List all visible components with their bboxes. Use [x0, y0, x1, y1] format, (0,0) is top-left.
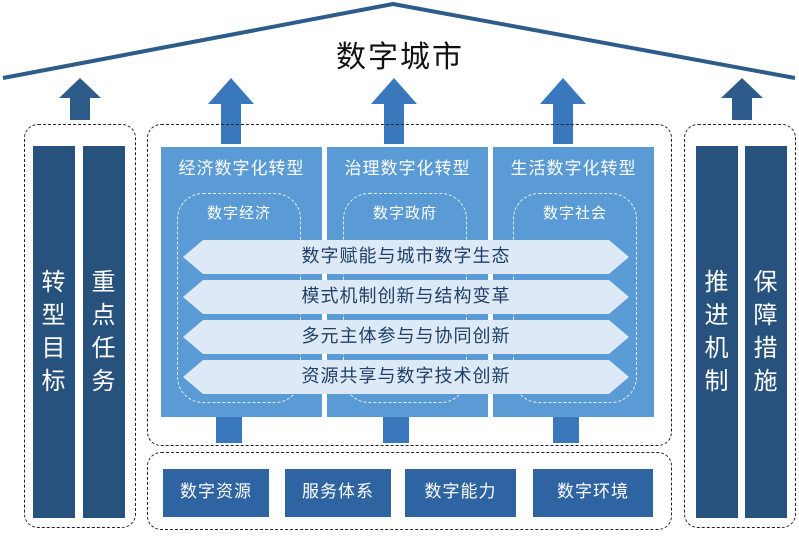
inner-label-digital-government: 数字政府 — [372, 204, 437, 222]
inner-label-digital-economy: 数字经济 — [206, 204, 271, 222]
left-bar-label-1: 转型目标 — [41, 268, 67, 395]
foundation-service-system: 服务体系 — [285, 469, 391, 517]
right-bar-label-2: 保障措施 — [753, 268, 779, 395]
foundation-digital-capability: 数字能力 — [405, 469, 516, 517]
column-governance-title: 治理数字化转型 — [344, 159, 471, 179]
band-1-label: 数字赋能与城市数字生态 — [301, 246, 511, 267]
foundation-digital-environment: 数字环境 — [533, 469, 653, 517]
column-stub-governance — [383, 417, 409, 443]
right-bar-label-1: 推进机制 — [704, 268, 730, 395]
column-life-title: 生活数字化转型 — [510, 159, 637, 179]
right-dashed-group — [684, 124, 796, 528]
band-4-label: 资源共享与数字技术创新 — [301, 366, 511, 387]
right-bar-promotion-mechanism: 推进机制 — [696, 146, 738, 518]
column-stub-life — [553, 417, 579, 443]
up-arrow-economy — [206, 76, 256, 146]
band-3-label: 多元主体参与与协同创新 — [301, 326, 511, 347]
right-bar-safeguards: 保障措施 — [745, 146, 787, 518]
diagram-title: 数字城市 — [336, 40, 464, 75]
up-arrow-right-group — [719, 76, 765, 122]
up-arrow-governance — [369, 76, 419, 146]
inner-label-digital-society: 数字社会 — [542, 204, 607, 222]
up-arrow-life — [538, 76, 588, 146]
band-3: 多元主体参与与协同创新 — [183, 320, 629, 354]
band-4: 资源共享与数字技术创新 — [183, 360, 629, 394]
left-bar-label-2: 重点任务 — [91, 268, 117, 395]
left-dashed-group — [24, 124, 136, 528]
foundation-digital-resources: 数字资源 — [163, 469, 269, 517]
band-1: 数字赋能与城市数字生态 — [183, 240, 629, 274]
left-bar-transformation-goal: 转型目标 — [33, 146, 75, 518]
left-bar-key-tasks: 重点任务 — [83, 146, 125, 518]
roof-outline — [2, 2, 796, 80]
up-arrow-left-group — [57, 76, 103, 122]
foundation-dashed-group — [147, 452, 672, 530]
band-2-label: 模式机制创新与结构变革 — [301, 286, 511, 307]
column-economy-title: 经济数字化转型 — [178, 159, 305, 179]
column-stub-economy — [216, 417, 242, 443]
band-2: 模式机制创新与结构变革 — [183, 280, 629, 314]
center-dashed-group — [147, 124, 672, 446]
